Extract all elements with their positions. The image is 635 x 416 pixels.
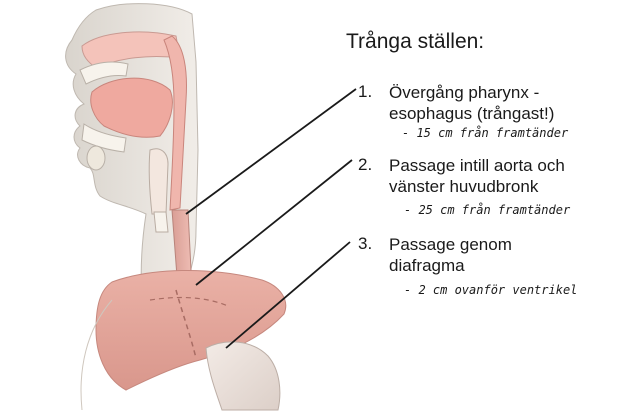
item-line: vänster huvudbronk (389, 176, 634, 197)
item-line: Övergång pharynx - (389, 82, 634, 103)
item-note: - 25 cm från framtänder (404, 203, 570, 217)
item-line: diafragma (389, 255, 634, 276)
pointer-line-1 (186, 89, 356, 214)
item-line: Passage genom (389, 234, 634, 255)
item-text: Passage intill aorta och vänster huvudbr… (389, 155, 634, 197)
diagram-title: Trånga ställen: (346, 30, 484, 54)
item-text: Övergång pharynx - esophagus (trångast!) (389, 82, 634, 124)
item-line: esophagus (trångast!) (389, 103, 634, 124)
item-text: Passage genom diafragma (389, 234, 634, 276)
stomach (206, 342, 280, 410)
pointer-line-2 (196, 160, 352, 285)
item-number: 3. (358, 234, 372, 254)
item-number: 1. (358, 82, 372, 102)
hyoid-bone (87, 146, 105, 170)
item-number: 2. (358, 155, 372, 175)
item-line: Passage intill aorta och (389, 155, 634, 176)
item-note: - 2 cm ovanför ventrikel (404, 283, 577, 297)
item-note: - 15 cm från framtänder (402, 126, 568, 140)
larynx (149, 149, 168, 214)
trachea (154, 212, 168, 232)
